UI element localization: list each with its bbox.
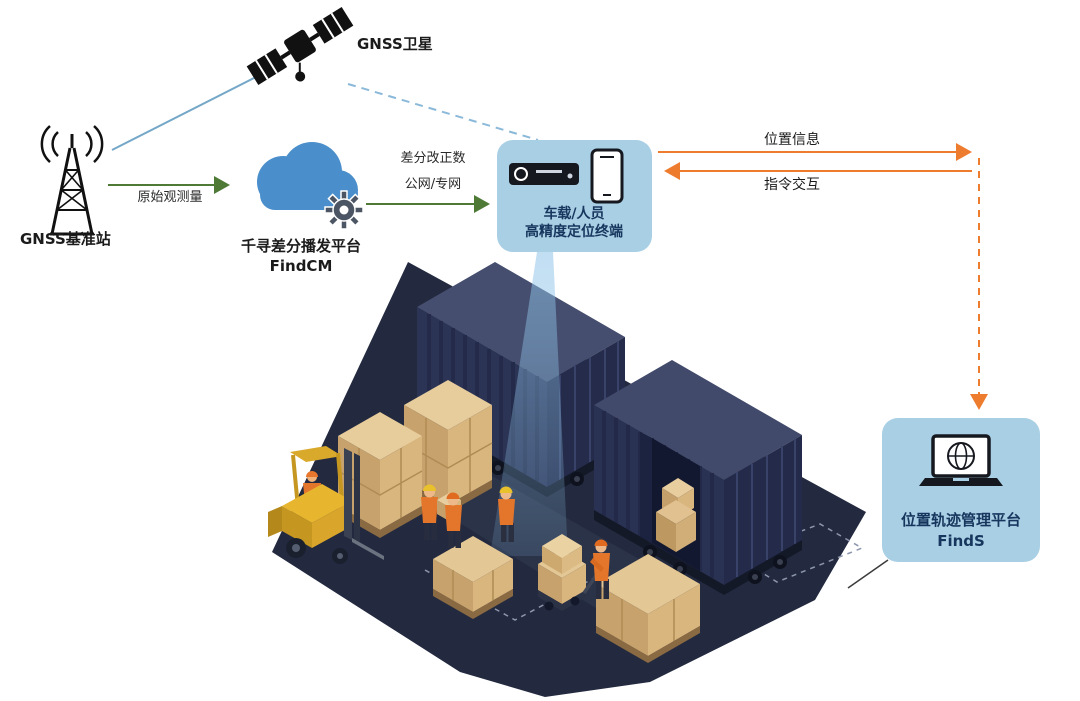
tracking-panel-bg	[882, 418, 1040, 562]
correction-label-line1: 差分改正数	[400, 151, 466, 166]
tracking-platform-panel	[882, 418, 1040, 562]
smartphone-icon	[590, 148, 624, 204]
cloud-platform-icon	[257, 142, 364, 230]
forklift	[268, 446, 384, 564]
satellite-icon	[246, 6, 354, 86]
terminal-panel	[497, 140, 652, 252]
base-station-icon	[40, 125, 104, 236]
vehicle-unit-icon	[509, 163, 579, 185]
cloud-platform-title: 千寻差分播发平台	[240, 237, 362, 255]
pallet-jack-group	[538, 534, 610, 611]
link-satellite-basestation	[111, 73, 263, 151]
link-satellite-terminal	[347, 83, 539, 141]
gear-icon	[324, 190, 364, 230]
correction-label-line2: 公网/专网	[404, 177, 462, 192]
positioning-beam	[490, 252, 568, 556]
base-station-label: GNSS基准站	[20, 230, 111, 248]
terminal-title: 车载/人员	[543, 206, 605, 222]
laptop-globe-icon	[919, 434, 1003, 486]
warehouse-scene	[268, 252, 866, 697]
container-b	[594, 360, 802, 595]
command-interaction-label: 指令交互	[764, 177, 820, 193]
satellite-label: GNSS卫星	[357, 35, 433, 53]
worker-in-beam	[498, 486, 515, 542]
pallet-right	[596, 554, 700, 663]
pallet-stack-back	[403, 380, 493, 513]
tracking-platform-title: 位置轨迹管理平台	[900, 511, 1022, 529]
leader-finds-to-yard	[847, 559, 889, 589]
boxes-inside-container	[656, 478, 696, 552]
worker-pair	[421, 484, 462, 548]
tracking-platform-subtitle: FindS	[937, 532, 985, 550]
position-info-label: 位置信息	[764, 132, 820, 148]
cloud-platform-subtitle: FindCM	[269, 257, 333, 275]
terminal-subtitle: 高精度定位终端	[525, 224, 623, 240]
raw-observation-label: 原始观测量	[137, 190, 203, 205]
